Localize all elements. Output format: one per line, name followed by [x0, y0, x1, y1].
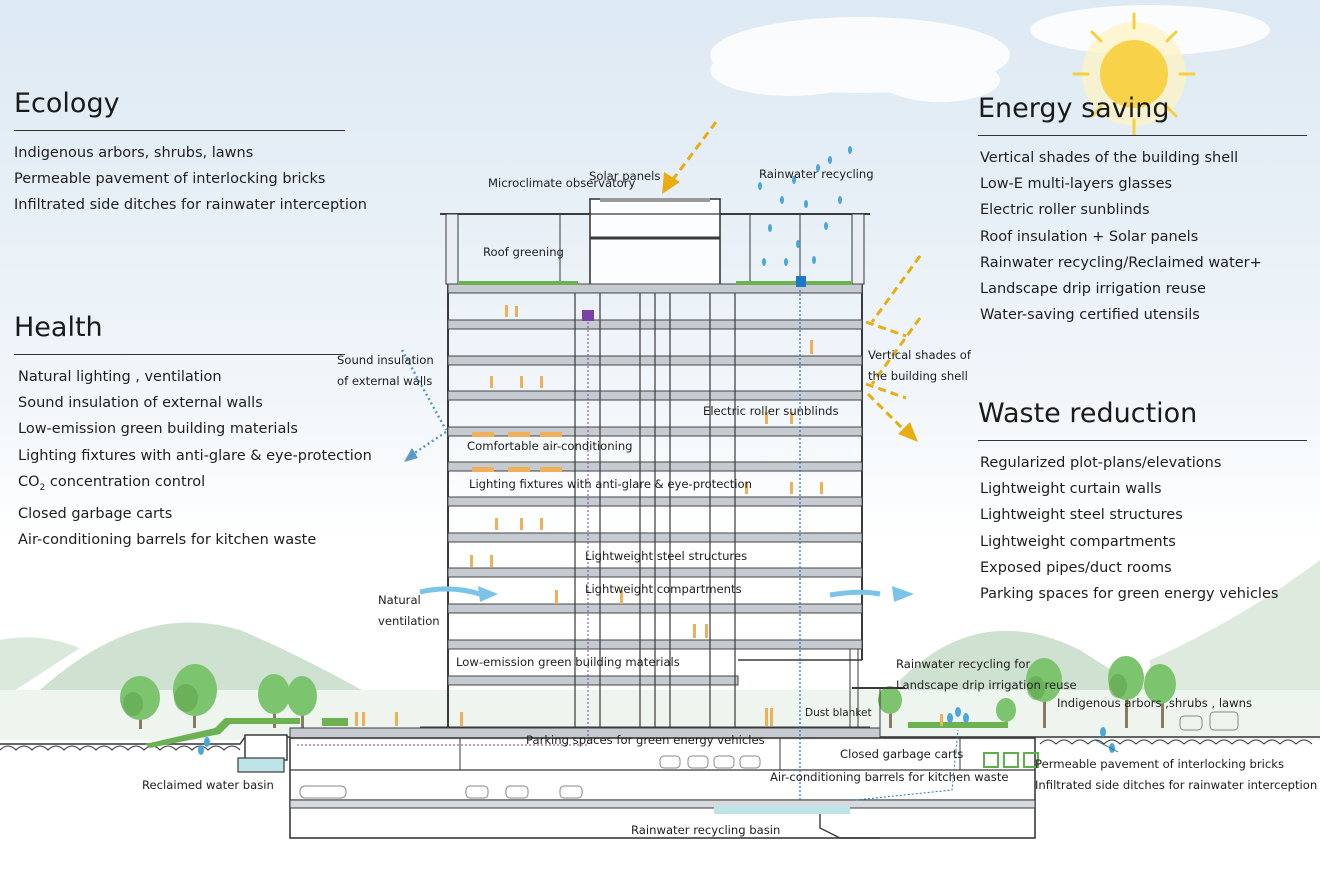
- waste-item: Exposed pipes/duct rooms: [980, 559, 1172, 576]
- energy-item: Landscape drip irrigation reuse: [980, 281, 1206, 298]
- energy-item: Vertical shades of the building shell: [980, 150, 1239, 166]
- ecology-title: Ecology: [14, 88, 120, 119]
- energy-title: Energy saving: [978, 93, 1170, 124]
- clouds: [710, 5, 1270, 102]
- co2-suffix: concentration control: [45, 473, 206, 490]
- building: [237, 198, 1036, 839]
- energy-item: Low-E multi-layers glasses: [980, 176, 1173, 193]
- label-closed-garbage: Closed garbage carts: [840, 747, 964, 761]
- label-microclimate: Microclimate observatory: [488, 176, 636, 190]
- label-natural-ventilation: Natural ventilation: [378, 590, 440, 632]
- waste-divider: [978, 440, 1307, 441]
- pipes: [295, 290, 959, 801]
- ecology-panel: Ecology Indigenous arbors, shrubs, lawns…: [14, 88, 367, 219]
- health-item: Natural lighting , ventilation: [18, 369, 222, 385]
- label-dust-blanket: Dust blanket: [805, 707, 872, 719]
- co2-text: CO: [18, 473, 40, 490]
- energy-item: Water-saving certified utensils: [980, 307, 1200, 324]
- ecology-item: Indigenous arbors, shrubs, lawns: [14, 145, 254, 161]
- ecology-item: Infiltrated side ditches for rainwater i…: [14, 197, 367, 214]
- health-title: Health: [14, 312, 103, 343]
- label-low-emission: Low-emission green building materials: [456, 655, 680, 669]
- label-rainwater-landscape: Rainwater recycling for Landscape drip i…: [896, 654, 1077, 696]
- co2-subscript: 2: [39, 482, 46, 493]
- basement-cars: [299, 711, 1239, 799]
- label-roof-greening: Roof greening: [483, 245, 564, 259]
- label-lightweight-steel: Lightweight steel structures: [585, 549, 748, 563]
- energy-item: Rainwater recycling/Reclaimed water+: [980, 254, 1262, 271]
- label-line: the building shell: [868, 369, 968, 383]
- energy-item: Roof insulation + Solar panels: [980, 228, 1199, 245]
- waste-item: Parking spaces for green energy vehicles: [980, 586, 1279, 603]
- ecology-divider: [14, 130, 345, 131]
- label-line: Vertical shades of: [868, 348, 971, 362]
- health-item: Closed garbage carts: [18, 505, 173, 522]
- label-solar-panels: Solar panels: [589, 169, 661, 183]
- ecology-item: Permeable pavement of interlocking brick…: [14, 171, 326, 188]
- rain-tank-icon: [796, 276, 806, 287]
- health-item: Lighting fixtures with anti-glare & eye-…: [18, 447, 372, 464]
- label-comfortable-ac: Comfortable air-conditioning: [467, 439, 633, 453]
- health-list: Natural lighting , ventilation Sound ins…: [14, 364, 372, 553]
- label-rainwater-recycling-top: Rainwater recycling: [759, 167, 874, 181]
- waste-title: Waste reduction: [978, 398, 1198, 429]
- label-lighting-fixtures: Lighting fixtures with anti-glare & eye-…: [469, 477, 752, 491]
- purple-tank-icon: [582, 310, 594, 321]
- label-line: Landscape drip irrigation reuse: [896, 678, 1077, 692]
- health-item: Low-emission green building materials: [18, 421, 298, 438]
- trees: [120, 656, 1176, 729]
- label-line: Sound insulation: [337, 353, 434, 367]
- sun-icon: [1072, 12, 1196, 136]
- sun-arrow-heads: [662, 172, 918, 442]
- energy-panel: Energy saving Vertical shades of the bui…: [978, 93, 1307, 328]
- health-divider: [14, 354, 345, 355]
- label-indigenous: Indigenous arbors ,shrubs , lawns: [1057, 696, 1253, 710]
- people-icons: [355, 305, 943, 726]
- label-permeable: Permeable pavement of interlocking brick…: [1035, 757, 1285, 771]
- label-lightweight-compartments: Lightweight compartments: [585, 582, 742, 596]
- label-infiltrated: Infiltrated side ditches for rainwater i…: [1035, 778, 1318, 792]
- sound-arrow-head: [404, 448, 418, 462]
- label-reclaimed-basin: Reclaimed water basin: [142, 778, 274, 792]
- label-line: Rainwater recycling for: [896, 657, 1031, 671]
- waste-item: Lightweight curtain walls: [980, 481, 1162, 498]
- health-item: Air-conditioning barrels for kitchen was…: [18, 532, 317, 549]
- waste-item: Regularized plot-plans/elevations: [980, 455, 1222, 471]
- label-electric-roller: Electric roller sunblinds: [703, 404, 839, 418]
- waste-panel: Waste reduction Regularized plot-plans/e…: [978, 398, 1307, 607]
- label-ac-barrels: Air-conditioning barrels for kitchen was…: [770, 770, 1009, 784]
- waste-item: Lightweight compartments: [980, 533, 1176, 550]
- label-sound-insulation: Sound insulation of external walls: [337, 350, 434, 392]
- label-rainwater-basin: Rainwater recycling basin: [631, 823, 781, 837]
- label-parking-spaces: Parking spaces for green energy vehicles: [526, 733, 765, 747]
- label-vertical-shades: Vertical shades of the building shell: [868, 345, 971, 387]
- rain-drop-icons: [198, 146, 1115, 755]
- ventilation-arrows: [419, 586, 914, 602]
- left-landscape: [145, 718, 1008, 748]
- sound-insulation-arrows: [400, 349, 448, 458]
- health-item: Sound insulation of external walls: [18, 395, 263, 412]
- energy-divider: [978, 135, 1307, 136]
- energy-list: Vertical shades of the building shell Lo…: [978, 145, 1307, 328]
- garbage-cart-icons: [983, 752, 1039, 768]
- ecology-list: Indigenous arbors, shrubs, lawns Permeab…: [14, 140, 367, 219]
- waste-item: Lightweight steel structures: [980, 507, 1183, 524]
- leader-lines: [1094, 739, 1119, 753]
- energy-item: Electric roller sunblinds: [980, 202, 1150, 219]
- sun-ray-arrows: [666, 121, 922, 438]
- health-item-co2: CO2 concentration control: [18, 469, 345, 501]
- label-line: of external walls: [337, 374, 433, 388]
- label-line: Natural: [378, 593, 421, 607]
- health-panel: Health Natural lighting , ventilation So…: [14, 312, 372, 553]
- waste-list: Regularized plot-plans/elevations Lightw…: [978, 450, 1307, 607]
- label-line: ventilation: [378, 614, 440, 628]
